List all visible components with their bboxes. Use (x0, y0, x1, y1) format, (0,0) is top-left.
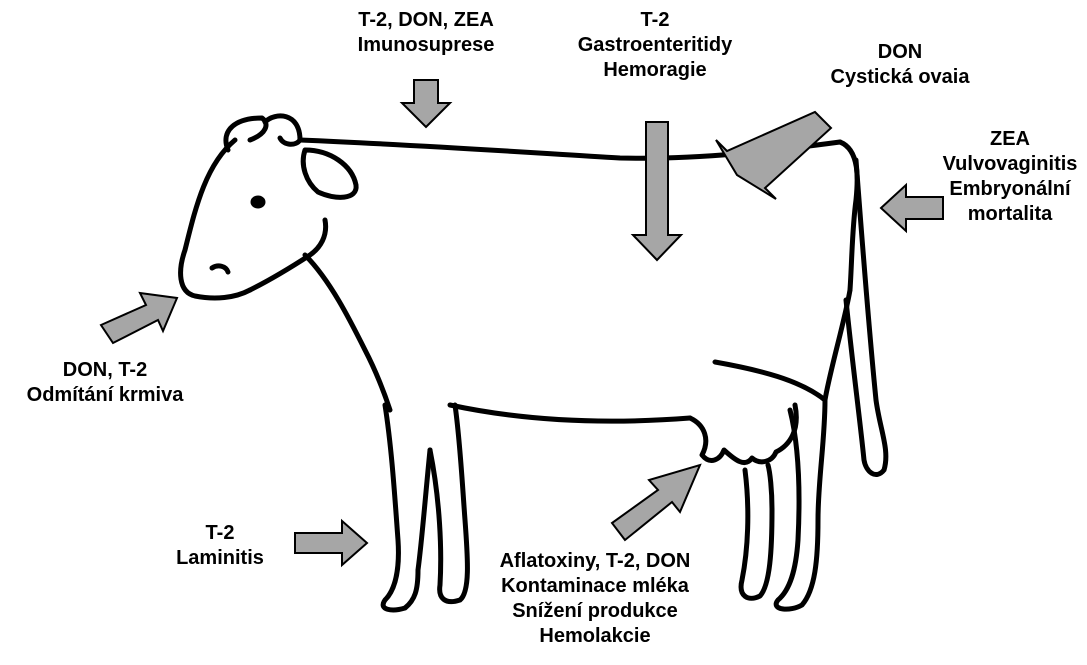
label-ovary-line1: DON (800, 40, 1000, 65)
arrow-laminitis (295, 521, 367, 565)
cow-hind-leg-far (741, 465, 772, 598)
label-immunosuppression-line1: T-2, DON, ZEA (318, 8, 534, 33)
cow-nostril (212, 266, 228, 272)
label-ovary-line2: Cystická ovaia (800, 65, 1000, 90)
label-milk-line3: Snížení produkce (470, 599, 720, 624)
label-zea-line2: Vulvovaginitis (935, 152, 1085, 177)
cow-eye (253, 198, 263, 206)
arrow-milk (612, 465, 700, 540)
label-feed-line2: Odmítání krmiva (5, 383, 205, 408)
label-zea-line1: ZEA (935, 127, 1085, 152)
label-ovary: DON Cystická ovaia (800, 40, 1000, 90)
arrow-gastro (633, 122, 681, 260)
label-zea-line4: mortalita (935, 202, 1085, 227)
cow-hind-leg-near (776, 400, 825, 609)
arrow-immunosuppression (402, 80, 450, 127)
label-feed: DON, T-2 Odmítání krmiva (5, 358, 205, 408)
label-zea: ZEA Vulvovaginitis Embryonální mortalita (935, 127, 1085, 227)
arrow-ovary (716, 112, 831, 199)
label-immunosuppression: T-2, DON, ZEA Imunosuprese (318, 8, 534, 58)
arrow-feed (101, 293, 177, 343)
cow-face (181, 140, 250, 298)
label-zea-line3: Embryonální (935, 177, 1085, 202)
label-milk-line1: Aflatoxiny, T-2, DON (470, 549, 720, 574)
cow-belly (450, 405, 690, 421)
label-gastro-line2: Gastroenteritidy (555, 33, 755, 58)
cow-udder (690, 405, 796, 463)
label-gastro-line3: Hemoragie (555, 58, 755, 83)
cow-flank (715, 362, 825, 400)
cow-front-leg-near (383, 405, 430, 610)
label-feed-line1: DON, T-2 (5, 358, 205, 383)
cow-horn-right (265, 116, 300, 144)
cow-front-leg-far (430, 405, 467, 602)
label-immunosuppression-line2: Imunosuprese (318, 33, 534, 58)
label-laminitis: T-2 Laminitis (160, 521, 280, 571)
cow-ear (303, 150, 356, 197)
cow-jaw (250, 220, 326, 290)
label-gastro: T-2 Gastroenteritidy Hemoragie (555, 8, 755, 83)
label-milk-line2: Kontaminace mléka (470, 574, 720, 599)
cow-outline (181, 116, 886, 610)
label-laminitis-line1: T-2 (160, 521, 280, 546)
label-gastro-line1: T-2 (555, 8, 755, 33)
label-milk: Aflatoxiny, T-2, DON Kontaminace mléka S… (470, 549, 720, 649)
arrow-zea (881, 185, 943, 231)
cow-tail (846, 160, 886, 475)
label-milk-line4: Hemolakcie (470, 624, 720, 649)
label-laminitis-line2: Laminitis (160, 546, 280, 571)
cow-neck (305, 255, 390, 410)
cow-thigh (825, 290, 850, 400)
